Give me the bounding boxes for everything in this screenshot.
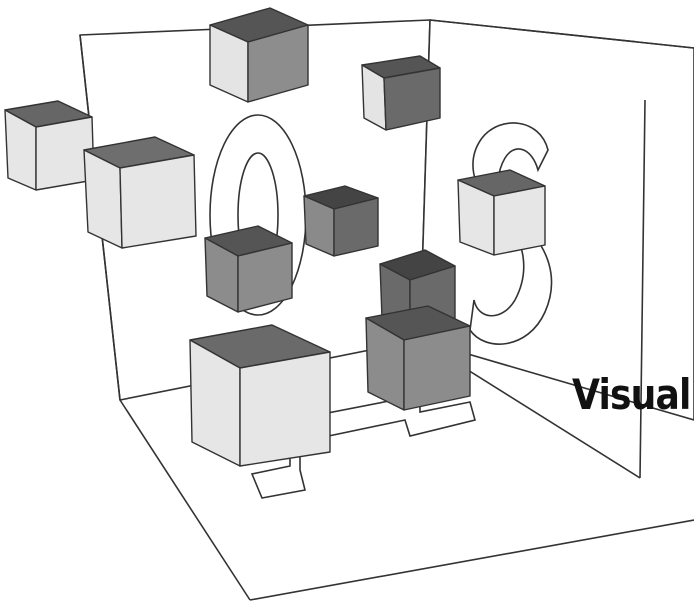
cube-top-center	[209, 7, 309, 103]
cube-right-light	[457, 169, 546, 256]
cube-left-middle	[204, 225, 293, 313]
cube-lower-large	[189, 324, 331, 467]
cube-top-right	[361, 55, 441, 131]
cube-center-dark	[303, 185, 379, 257]
caption-text: Visual	[572, 370, 691, 419]
cube-lower-right	[365, 305, 471, 411]
room-front-right-floor-edge	[249, 519, 694, 601]
room-front-left-floor-edge	[119, 399, 251, 601]
room-top-right-edge	[429, 19, 694, 49]
cube-left-large	[83, 136, 197, 249]
room-right-vertical-edge	[639, 99, 646, 479]
cube-far-left	[4, 100, 95, 191]
